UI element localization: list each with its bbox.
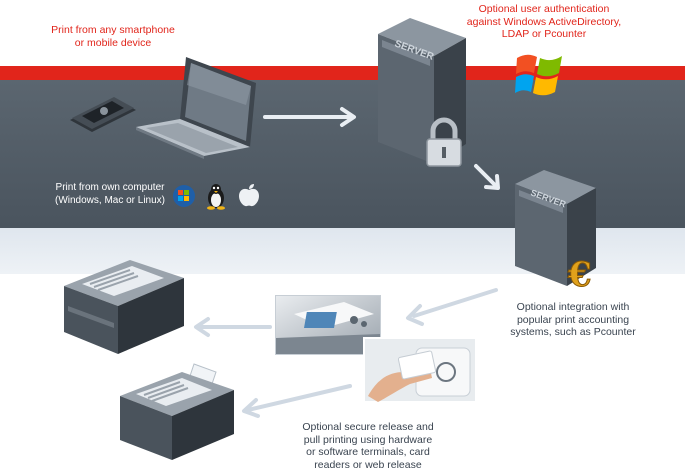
accounting-server-icon: SERVER <box>515 170 596 286</box>
printer-bottom-icon <box>120 363 234 460</box>
arrow-to-accounting-server <box>474 164 500 190</box>
linux-penguin-icon <box>207 184 225 210</box>
accounting-label: Optional integration with popular print … <box>510 301 636 338</box>
smartphone-icon <box>70 97 136 132</box>
terminal-panel-photo <box>273 293 383 357</box>
svg-text:€: € <box>567 255 592 295</box>
arrow-to-terminal <box>406 288 498 326</box>
euro-coin-icon: € <box>567 255 593 296</box>
release-label: Optional secure release and pull printin… <box>302 421 434 471</box>
printer-top-icon <box>64 260 184 354</box>
mobile-label: Print from any smartphone or mobile devi… <box>51 24 175 49</box>
red-band <box>0 66 685 80</box>
apple-logo-icon <box>239 184 259 207</box>
auth-server-icon: SERVER <box>378 18 466 164</box>
card-reader-photo <box>363 337 477 403</box>
padlock-icon <box>426 117 462 167</box>
arrow-to-printer-top <box>194 317 272 337</box>
windows-flag-icon <box>515 54 562 96</box>
computer-label: Print from own computer (Windows, Mac or… <box>54 182 166 206</box>
laptop-icon <box>136 57 256 159</box>
auth-label: Optional user authentication against Win… <box>466 3 622 40</box>
arrow-to-printer-bottom <box>242 384 352 418</box>
windows-logo-icon <box>173 185 195 207</box>
arrow-to-server <box>263 107 356 127</box>
